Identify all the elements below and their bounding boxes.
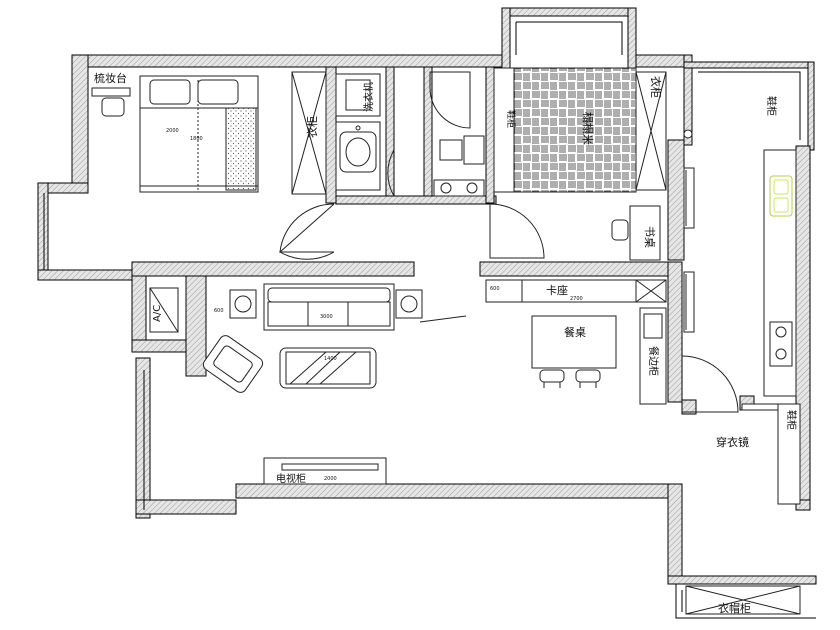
armchair — [202, 335, 264, 393]
booth-seat — [485, 279, 667, 303]
washer — [335, 73, 381, 117]
pipe-marker — [683, 129, 693, 139]
dresser-table — [91, 87, 131, 117]
dressing-mirror-label: 穿衣镜 — [716, 435, 749, 449]
bottom-wardrobe — [685, 585, 801, 615]
desk — [611, 205, 661, 261]
booth-dimension: 2700 — [570, 296, 583, 302]
desk-label: 书桌 — [643, 226, 656, 248]
window-marks — [683, 167, 695, 333]
tv-cabinet-label: 电视柜 — [276, 472, 306, 485]
sofa-dimension: 3000 — [320, 314, 333, 320]
tatami-shoe-label: 鞋柜 — [505, 110, 517, 128]
bottom-wardrobe-label: 衣帽柜 — [718, 601, 751, 615]
booth-seat-label: 卡座 — [546, 283, 568, 297]
tatami-wardrobe — [635, 71, 667, 191]
sofa — [229, 283, 423, 331]
desk-dimension: 600 — [214, 308, 224, 314]
bed-length-dimension: 2000 — [166, 128, 179, 134]
mirror — [741, 403, 779, 411]
top-right-cabinet-label: 鞋柜 — [765, 96, 778, 116]
entry-shoe-cabinet — [777, 403, 801, 505]
entry-shoe-cabinet-label: 鞋柜 — [785, 410, 798, 430]
washer-label: 洗衣机 — [362, 82, 375, 112]
vanity-sink — [335, 121, 381, 191]
sideboard — [639, 307, 667, 405]
sideboard-label: 餐边柜 — [647, 346, 660, 376]
tv-dimension: 2000 — [324, 476, 337, 482]
ac-unit — [149, 287, 179, 333]
dresser-label: 梳妆台 — [94, 71, 127, 85]
tatami-label: 榻榻米 — [581, 112, 595, 145]
tatami-area — [493, 67, 637, 193]
dining-table-label: 餐桌 — [564, 325, 586, 339]
bedroom-wardrobe-label: 衣柜 — [305, 116, 319, 138]
coffee-table — [279, 347, 377, 389]
bedroom-wardrobe — [291, 71, 327, 195]
coffee-table-dimension: 1400 — [324, 356, 337, 362]
bed-dimension: 1800 — [190, 136, 203, 142]
balcony-outline — [43, 15, 816, 619]
tatami-wardrobe-label: 衣柜 — [649, 76, 663, 98]
kitchen-counter — [763, 149, 797, 397]
bathroom-fixtures — [429, 71, 485, 197]
tv-cabinet — [263, 457, 387, 485]
door-swings — [278, 149, 739, 413]
ac-label: A/C — [152, 305, 163, 322]
booth-side-dimension: 600 — [490, 286, 500, 292]
dining-table — [531, 315, 617, 388]
bed — [139, 75, 259, 193]
